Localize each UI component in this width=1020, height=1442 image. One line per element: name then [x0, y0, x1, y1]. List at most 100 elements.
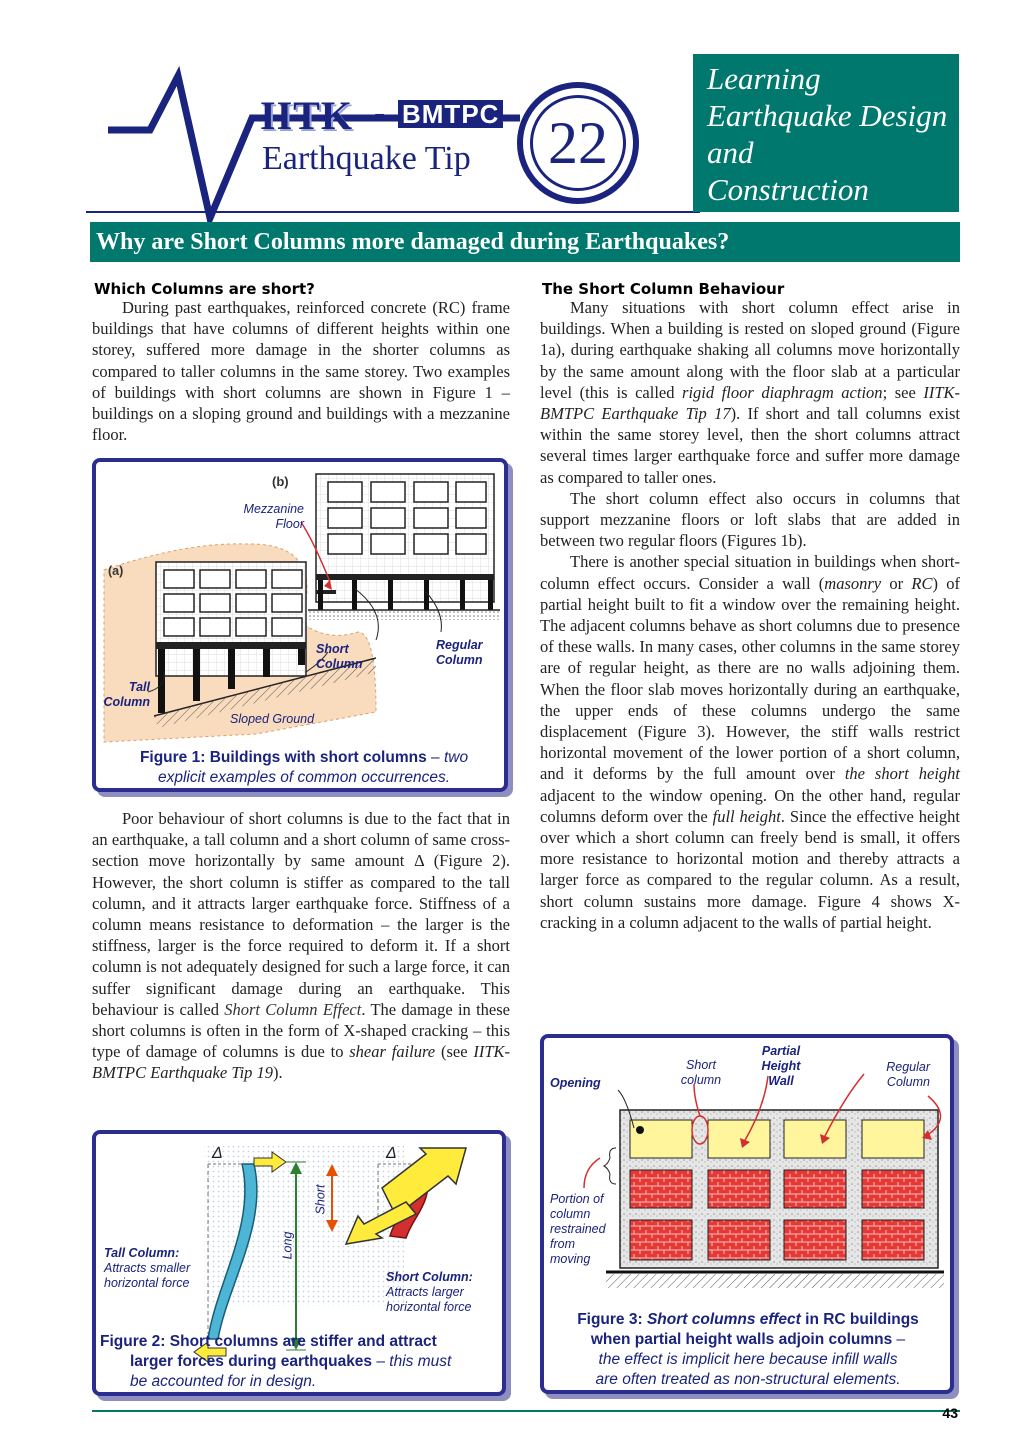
short-dimension-label: Short: [313, 1184, 328, 1215]
brand-dash: -: [374, 94, 386, 131]
tagline-box: Learning Earthquake Design and Construct…: [693, 54, 959, 212]
note-line: horizontal force: [386, 1300, 472, 1314]
text-run: IITK-BMTPC Earthquake Tip 19: [92, 1042, 510, 1083]
label-line: Portion of: [550, 1192, 604, 1206]
label-line: Column: [316, 657, 363, 671]
label-line: from: [550, 1237, 575, 1251]
fig1-short-column-label: Short Column: [316, 642, 363, 672]
caption-bold-italic: Short columns effect: [646, 1311, 801, 1328]
left-paragraph-1: During past earthquakes, reinforced conc…: [92, 297, 510, 445]
figure-1-drawing: [103, 473, 500, 743]
caption-italic: two: [443, 749, 469, 766]
label-line: column: [550, 1207, 591, 1221]
right-heading: The Short Column Behaviour: [542, 280, 785, 298]
label-line: Column: [103, 695, 150, 709]
text-run: Poor behaviour of short columns is due t…: [92, 809, 510, 1019]
caption-italic: are often treated as non-structural elem…: [595, 1371, 901, 1388]
fig1-label-a: (a): [108, 564, 124, 578]
figure-3: Partial Height Wall Short column Regular…: [540, 1034, 954, 1394]
caption-italic: be accounted for in design.: [130, 1373, 317, 1390]
text-run: or: [881, 573, 912, 593]
caption-bold: larger forces during earthquakes: [130, 1353, 373, 1370]
fig1-sloped-ground-label: Sloped Ground: [230, 712, 315, 726]
text-run: RC: [911, 573, 933, 593]
text-run: ; see: [882, 382, 924, 402]
text-run: . The damage in these short columns is o…: [92, 999, 511, 1062]
label-line: column: [680, 1073, 722, 1087]
figure-2: Δ Δ Short Long Tall Column: Attracts sma…: [92, 1130, 506, 1396]
figure-1: (b) Mezzanine Floor (a) Short Column Reg…: [92, 458, 508, 792]
label-line: Regular: [886, 1060, 930, 1074]
label-line: Height: [761, 1059, 801, 1073]
figure-3-caption: Figure 3: Short columns effect in RC bui…: [550, 1310, 946, 1390]
text-run: There is another special situation in bu…: [540, 552, 960, 593]
label-line: Short: [686, 1058, 716, 1072]
label-line: Partial: [761, 1044, 801, 1058]
figure-3-drawing: [583, 1073, 944, 1288]
text-run: rigid floor diaphragm action: [682, 382, 883, 402]
text-run: . Since the effective height over which …: [540, 806, 960, 932]
delta-symbol: Δ: [386, 1145, 397, 1162]
caption-italic: this must: [389, 1353, 452, 1370]
fig1-label-b: (b): [272, 474, 289, 489]
note-line: Attracts smaller: [104, 1261, 191, 1275]
fig3-short-column-label: Short column: [676, 1058, 726, 1088]
right-paragraphs: Many situations with short column effect…: [540, 297, 960, 933]
label-line: restrained: [550, 1222, 606, 1236]
caption-italic: the effect is implicit here because infi…: [598, 1351, 898, 1368]
text-run: shear failure: [349, 1042, 436, 1062]
caption-bold: in RC buildings: [800, 1311, 919, 1328]
label-line: moving: [550, 1252, 591, 1266]
figure-1-caption: Figure 1: Buildings with short columns –…: [104, 748, 504, 788]
label-line: Wall: [768, 1074, 794, 1088]
seismograph-logo-line: [86, 65, 700, 230]
figure-2-drawing: [193, 1146, 467, 1363]
tip-number-badge: 22: [517, 82, 639, 204]
brand-bmtpc: BMTPC: [398, 100, 504, 128]
page-title: Why are Short Columns more damaged durin…: [90, 222, 960, 262]
long-dimension-label: Long: [280, 1231, 295, 1260]
text-run: ) of partial height built to fit a windo…: [540, 573, 960, 784]
text-run: adjacent to the window opening. On the o…: [540, 785, 960, 826]
caption-italic: explicit examples of common occurrences.: [157, 769, 451, 786]
caption-dash: –: [372, 1353, 390, 1370]
label-line: Tall: [128, 680, 150, 694]
fig1-mezzanine-label: Mezzanine Floor: [234, 502, 304, 532]
label-line: Regular: [436, 638, 483, 652]
tip-number: 22: [548, 110, 608, 176]
paragraph-text: The short column effect also occurs in c…: [540, 488, 960, 551]
footer-rule: [92, 1410, 960, 1412]
caption-bold: Figure 2: Short columns are stiffer and …: [100, 1333, 437, 1350]
label-line: Floor: [275, 517, 304, 531]
tagline-line: Learning: [707, 61, 821, 96]
text-run: ). If short and tall columns exist withi…: [540, 404, 960, 487]
short-column-note: Short Column: Attracts larger horizontal…: [386, 1270, 473, 1315]
left-paragraph-2: Poor behaviour of short columns is due t…: [92, 808, 510, 1084]
text-run: full height: [712, 806, 781, 826]
fig3-opening-label: Opening: [550, 1076, 601, 1090]
tagline-line: Construction: [707, 172, 869, 207]
fig1-regular-column-label: Regular Column: [436, 638, 483, 668]
caption-bold: Figure 3:: [577, 1311, 647, 1328]
caption-bold: Figure 1: Buildings with short columns: [139, 749, 427, 766]
delta-symbol: Δ: [212, 1145, 223, 1162]
text-run: ).: [273, 1063, 283, 1083]
page-number: 43: [942, 1405, 958, 1421]
series-title: Earthquake Tip: [262, 140, 471, 177]
label-line: Mezzanine: [243, 502, 304, 516]
text-run: (see: [435, 1042, 474, 1062]
note-line: Attracts larger: [386, 1285, 464, 1299]
fig3-regular-column-label: Regular Column: [878, 1060, 930, 1090]
caption-dash: –: [426, 749, 444, 766]
note-line: horizontal force: [104, 1276, 190, 1290]
caption-dash: –: [892, 1331, 906, 1348]
tagline-line: and: [707, 135, 754, 170]
fig3-partial-wall-label: Partial Height Wall: [756, 1044, 806, 1089]
text-run: Short Column Effect: [224, 999, 362, 1019]
fig1-tall-column-label: Tall Column: [100, 680, 150, 710]
label-line: Column: [436, 653, 483, 667]
tall-column-note: Tall Column: Attracts smaller horizontal…: [104, 1246, 190, 1291]
paragraph-text: During past earthquakes, reinforced conc…: [92, 298, 510, 445]
label-line: Short: [316, 642, 349, 656]
text-run: IITK-BMTPC Earthquake Tip 17: [540, 382, 961, 424]
